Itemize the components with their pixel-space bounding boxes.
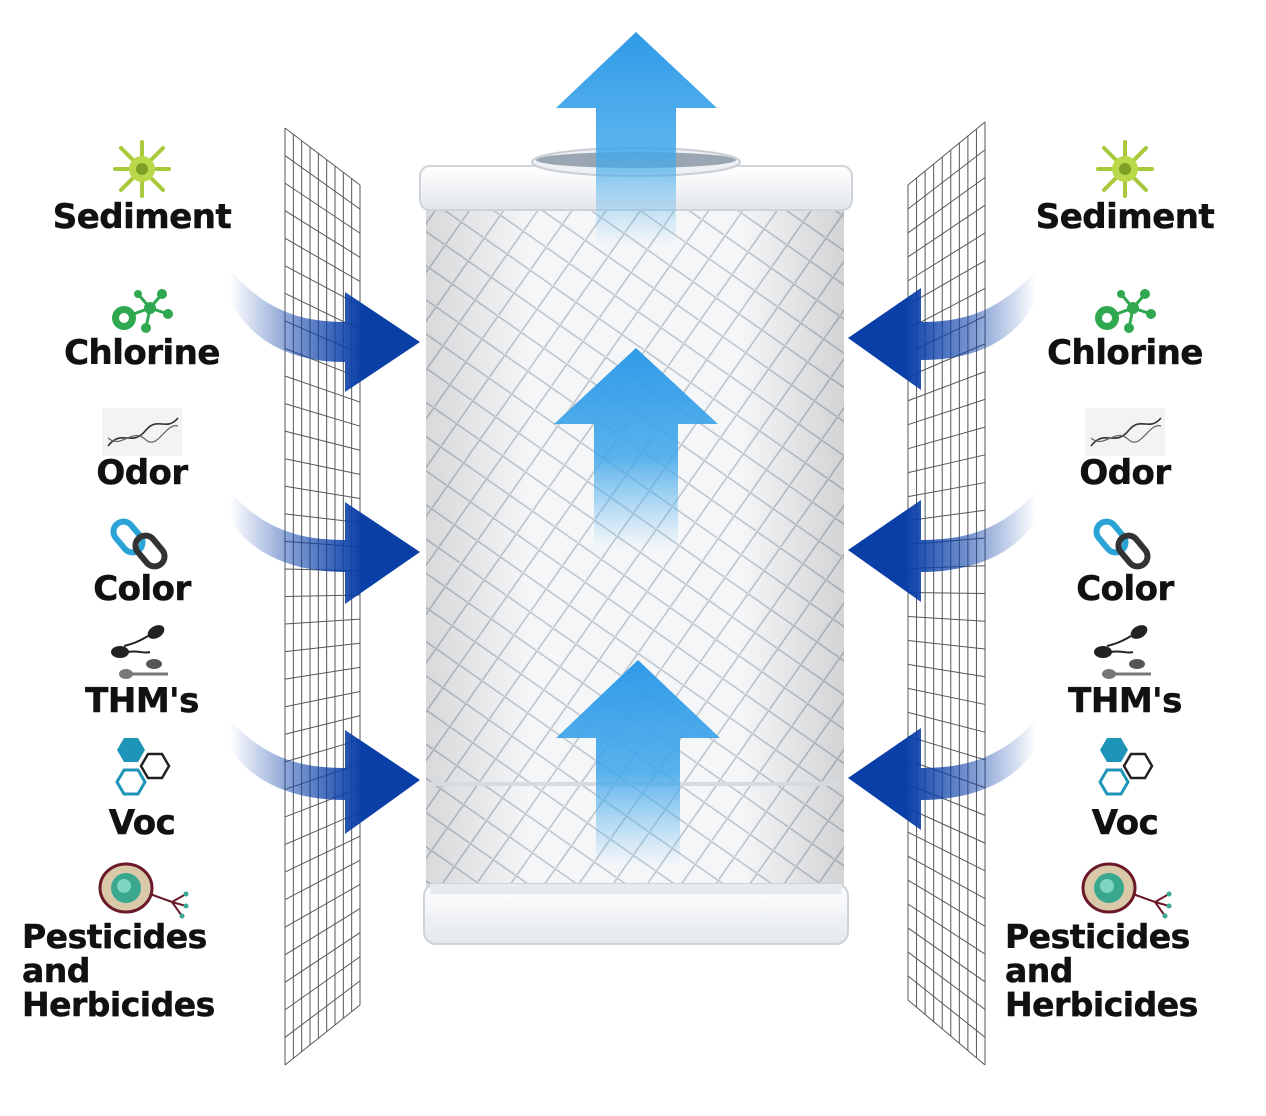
inflow-arrow-right-3: [848, 720, 1036, 830]
inflow-arrows-right: [848, 270, 1036, 830]
chlorine-molecule-icon: [1095, 289, 1156, 333]
inflow-arrows-left: [230, 270, 420, 834]
contaminant-list-right: Sediment Chlorine Odor Color: [995, 0, 1255, 1116]
contaminant-odor-left: Odor: [12, 408, 272, 490]
contaminant-sediment-right: Sediment: [995, 138, 1255, 234]
contaminant-list-left: Sediment Chlorine Odor Color: [12, 0, 272, 1116]
upflow-arrows: [554, 32, 720, 866]
sediment-germ-icon: [1096, 140, 1154, 198]
contaminant-pesticides-left: Pesticides and Herbicides: [12, 860, 272, 1022]
color-chain-link-icon: [110, 518, 168, 570]
contaminant-voc-right: Voc: [995, 734, 1255, 840]
inflow-arrow-left-2: [230, 492, 420, 604]
contaminant-chlorine-left: Chlorine: [12, 286, 272, 370]
contaminant-label-line1: Pesticides and: [1005, 917, 1191, 990]
upflow-arrow-bottom: [556, 660, 720, 866]
contaminant-label: Color: [93, 569, 192, 609]
contaminant-label: Odor: [1079, 453, 1171, 493]
contaminant-label: Chlorine: [1047, 333, 1204, 373]
voc-hexagons-icon: [1098, 738, 1154, 796]
contaminant-color-left: Color: [12, 516, 272, 606]
contaminant-voc-left: Voc: [12, 734, 272, 840]
contaminant-label: THM's: [1068, 681, 1183, 721]
filter-bottom-cap: [423, 883, 849, 945]
contaminant-label: Odor: [96, 453, 188, 493]
upflow-arrow-middle: [554, 348, 718, 548]
contaminant-label: Sediment: [52, 197, 232, 237]
contaminant-chlorine-right: Chlorine: [995, 286, 1255, 370]
contaminant-label-line2: Herbicides: [1005, 985, 1199, 1024]
voc-hexagons-icon: [115, 738, 171, 796]
odor-dna-icon: [102, 408, 182, 456]
contaminant-color-right: Color: [995, 516, 1255, 606]
contaminant-label: Voc: [108, 803, 176, 843]
color-chain-link-icon: [1093, 518, 1151, 570]
contaminant-thms-left: THM's: [12, 620, 272, 718]
contaminant-label: Chlorine: [64, 333, 221, 373]
contaminant-label-line2: Herbicides: [22, 985, 216, 1024]
sediment-germ-icon: [113, 140, 171, 198]
contaminant-label: Voc: [1091, 803, 1159, 843]
pesticide-cell-icon: [98, 862, 189, 919]
left-wire-mesh: [284, 127, 361, 1066]
inflow-arrow-left-3: [230, 720, 420, 834]
contaminant-label: Sediment: [1035, 197, 1215, 237]
inflow-arrow-right-1: [848, 270, 1036, 390]
contaminant-pesticides-right: Pesticides and Herbicides: [995, 860, 1255, 1022]
contaminant-label: THM's: [85, 681, 200, 721]
thm-sperm-shapes-icon: [1094, 625, 1151, 679]
right-wire-mesh: [907, 121, 986, 1066]
thm-sperm-shapes-icon: [111, 625, 168, 679]
contaminant-label-line1: Pesticides and: [22, 917, 208, 990]
contaminant-odor-right: Odor: [995, 408, 1255, 490]
odor-dna-icon: [1085, 408, 1165, 456]
contaminant-thms-right: THM's: [995, 620, 1255, 718]
inflow-arrow-left-1: [230, 270, 420, 392]
contaminant-sediment-left: Sediment: [12, 138, 272, 234]
upflow-arrow-top: [556, 32, 717, 245]
pesticide-cell-icon: [1081, 862, 1172, 919]
inflow-arrow-right-2: [848, 492, 1036, 602]
contaminant-label: Color: [1076, 569, 1175, 609]
chlorine-molecule-icon: [112, 289, 173, 333]
